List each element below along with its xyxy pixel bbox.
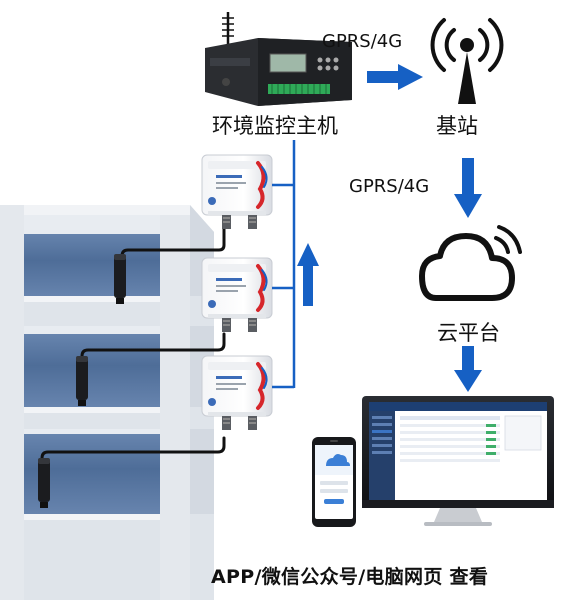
arrow-right-icon [367,64,423,90]
tank-2-water [24,324,160,407]
tank-1-water [24,224,160,297]
base-station-label: 基站 [436,114,478,138]
sensor-unit-1 [200,153,274,231]
sensor-cables [40,226,226,466]
desktop-monitor [362,396,554,526]
antenna-tower-icon [430,18,504,104]
arrow-up-icon [297,243,319,306]
monitor-host-device [205,12,352,106]
water-tanks [0,205,214,600]
cloud-wifi-icon [419,225,522,301]
arrow-down-icon [454,158,482,218]
arrow-down-2-icon [454,346,482,392]
sensor-bus-wires [272,140,296,389]
monitor-host-label: 环境监控主机 [212,114,338,138]
cloud-platform-label: 云平台 [437,321,500,345]
access-methods-caption: APP/微信公众号/电脑网页 查看 [211,566,489,588]
uplink-protocol-label: GPRS/4G [322,31,403,52]
downlink-protocol-label: GPRS/4G [349,176,430,197]
smartphone [312,437,356,527]
ph-sensor-transmitters [200,153,274,432]
